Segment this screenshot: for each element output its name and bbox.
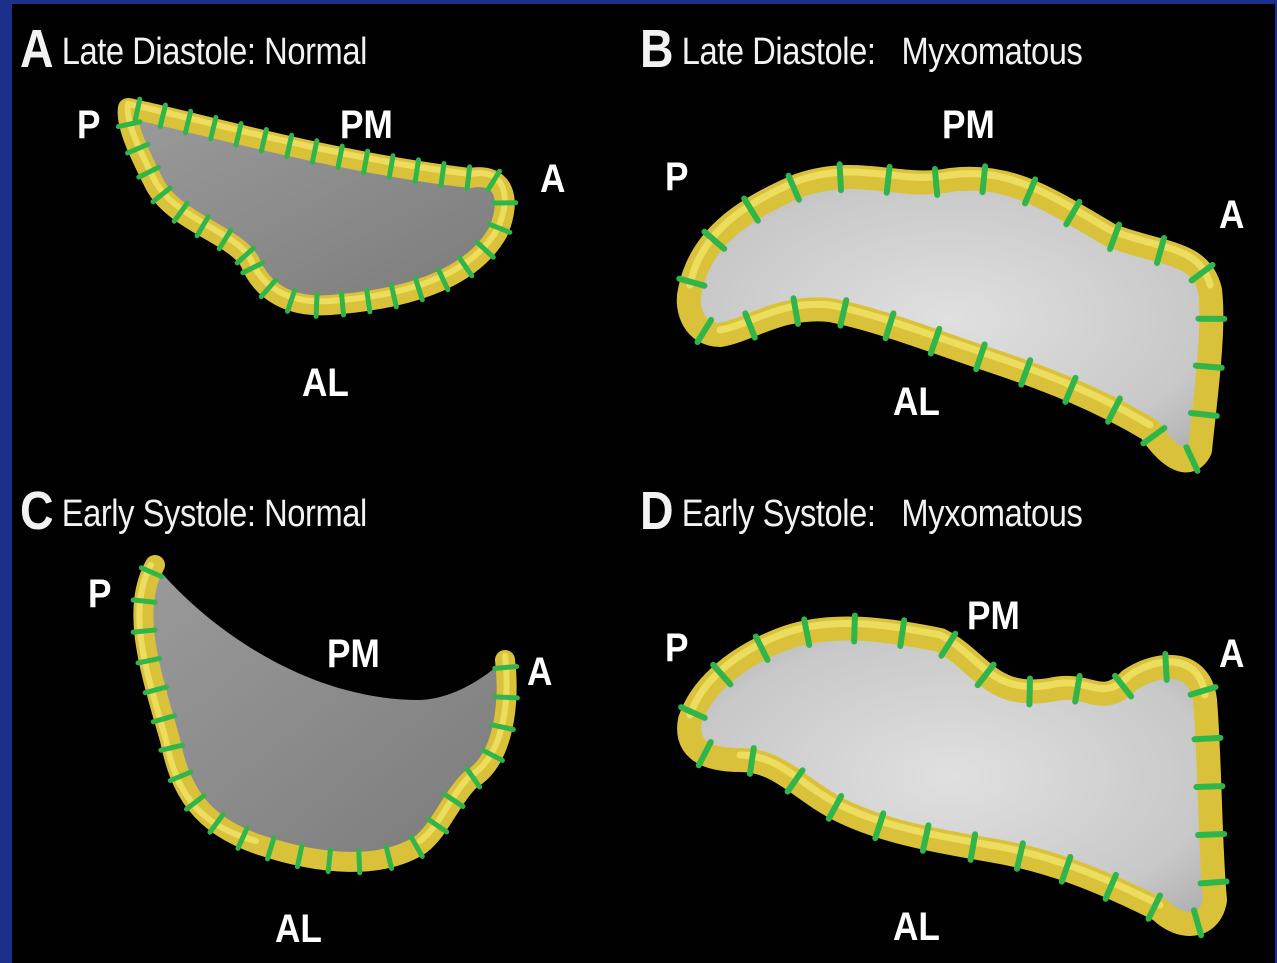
label-c-a: A: [527, 650, 552, 695]
annular-marker: [367, 290, 370, 312]
label-b-al: AL: [893, 380, 940, 425]
label-a-p: P: [77, 103, 100, 148]
annular-marker: [854, 616, 855, 642]
panel-title-d-text: Early Systole: Myxomatous: [682, 493, 1083, 535]
panel-title-c-text: Early Systole: Normal: [62, 493, 367, 535]
panel-letter-c: C: [20, 481, 53, 541]
annular-marker: [1201, 882, 1227, 884]
annular-marker: [935, 169, 937, 195]
annular-marker: [133, 600, 155, 602]
label-c-pm: PM: [327, 632, 380, 677]
annular-marker: [1165, 654, 1166, 680]
label-a-al: AL: [302, 361, 349, 406]
annular-marker: [887, 167, 890, 193]
annular-marker: [1198, 834, 1224, 835]
annular-marker: [316, 294, 317, 316]
label-b-pm: PM: [942, 103, 995, 148]
annular-marker: [467, 167, 470, 189]
annulus-c: [139, 565, 506, 862]
annular-marker: [1196, 366, 1222, 368]
panel-letter-d: D: [640, 481, 673, 541]
annulus-b: [689, 172, 1212, 460]
label-c-al: AL: [275, 907, 322, 952]
annular-marker: [900, 620, 904, 646]
annular-marker: [1191, 413, 1217, 416]
annular-marker: [840, 164, 841, 190]
panel-title-b-text: Late Diastole: Myxomatous: [682, 31, 1083, 73]
annular-marker: [328, 850, 330, 872]
annulus-d: [689, 623, 1215, 923]
annular-marker: [1195, 738, 1221, 739]
label-b-p: P: [665, 155, 688, 200]
panel-title-c: CEarly Systole: Normal: [20, 480, 367, 542]
label-c-p: P: [88, 572, 111, 617]
label-d-a: A: [1219, 632, 1244, 677]
label-a-a: A: [540, 157, 565, 202]
annular-marker: [441, 164, 444, 186]
annulus-a: [126, 104, 505, 305]
label-d-pm: PM: [967, 594, 1020, 639]
annular-marker: [342, 293, 344, 315]
annular-marker: [1196, 786, 1222, 787]
annular-marker: [495, 667, 517, 669]
panel-title-d: DEarly Systole: Myxomatous: [640, 480, 1082, 542]
label-d-p: P: [665, 626, 688, 671]
label-b-a: A: [1219, 193, 1244, 238]
annular-marker: [415, 160, 418, 182]
annular-marker: [495, 697, 517, 698]
annular-marker: [359, 851, 360, 873]
panel-letter-b: B: [640, 19, 673, 79]
annular-marker: [750, 748, 754, 774]
annular-marker: [133, 630, 155, 632]
label-d-al: AL: [893, 905, 940, 950]
panel-letter-a: A: [20, 19, 53, 79]
panel-title-a-text: Late Diastole: Normal: [62, 31, 367, 73]
label-a-pm: PM: [340, 103, 393, 148]
annular-marker: [983, 166, 986, 192]
annular-marker: [1029, 679, 1030, 705]
